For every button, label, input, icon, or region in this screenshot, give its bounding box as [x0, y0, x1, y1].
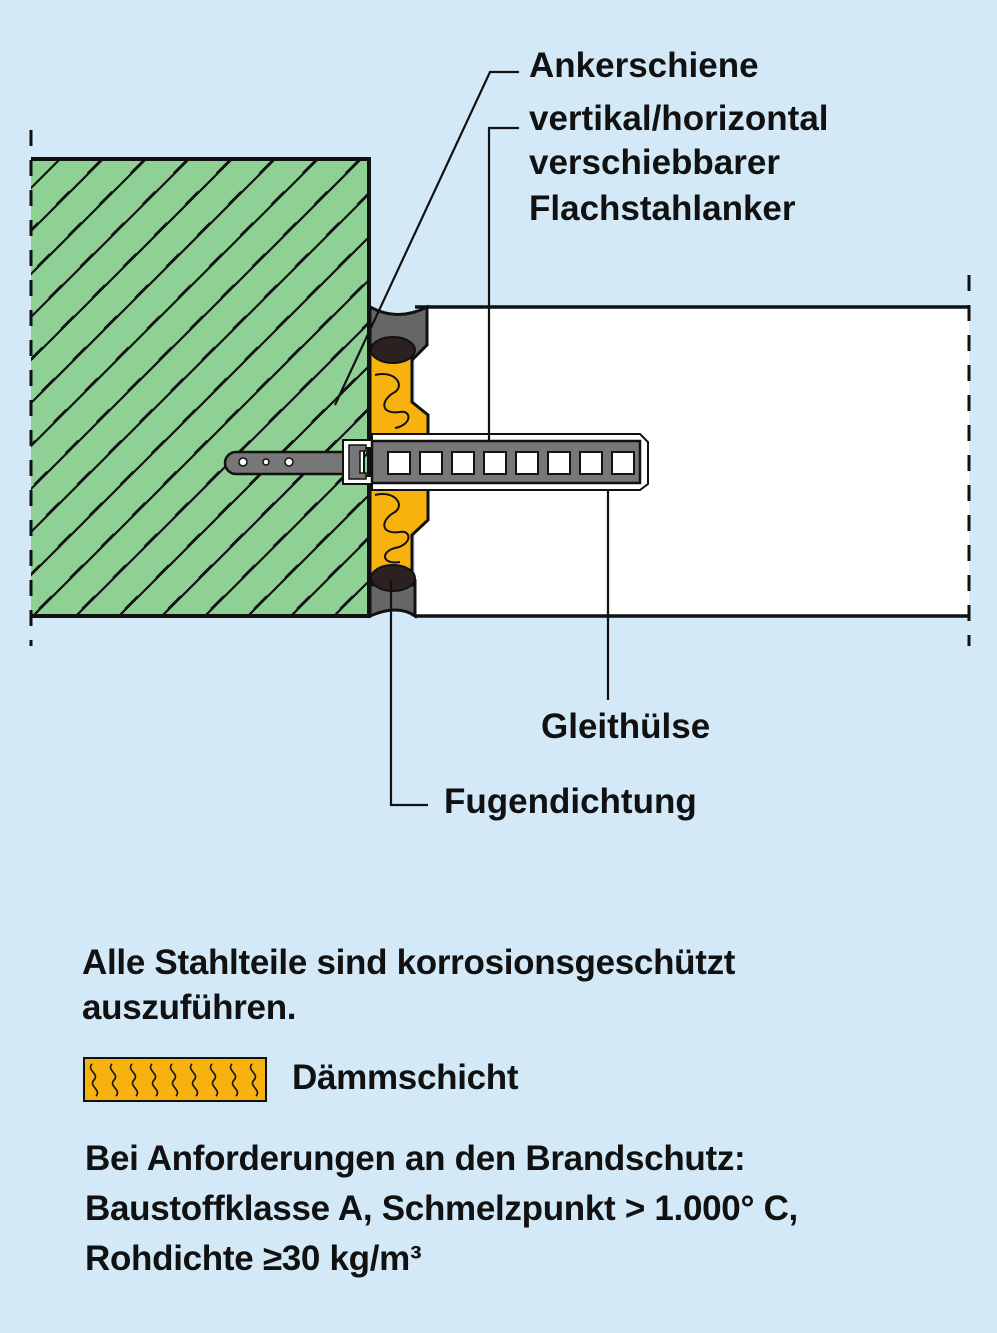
label-anchor-line3: Flachstahlanker — [529, 189, 796, 228]
note-fire-line2: Baustoffklasse A, Schmelzpunkt > 1.000° … — [85, 1189, 798, 1228]
label-anchor-line2: verschiebbarer — [529, 143, 780, 182]
note-corrosion-line2: auszuführen. — [82, 988, 297, 1027]
flat-steel-anchor — [370, 439, 642, 485]
anchor-rail-strap — [223, 439, 373, 485]
leader-lines — [334, 70, 610, 807]
label-gleithuelse: Gleithülse — [541, 707, 711, 746]
legend-label-daemmschicht: Dämmschicht — [292, 1058, 519, 1097]
note-fire-line1: Bei Anforderungen an den Brandschutz: — [85, 1139, 746, 1178]
joint-seal-top — [370, 336, 416, 364]
insulation-legend-swatch — [83, 1057, 267, 1102]
note-fire-line3: Rohdichte ≥30 kg/m³ — [85, 1239, 422, 1278]
note-corrosion-line1: Alle Stahlteile sind korrosionsgeschützt — [82, 943, 736, 982]
label-ankerschiene: Ankerschiene — [529, 46, 759, 85]
label-anchor-line1: vertikal/horizontal — [529, 99, 829, 138]
joint-seal-bottom — [370, 564, 416, 592]
label-fugendichtung: Fugendichtung — [444, 782, 697, 821]
